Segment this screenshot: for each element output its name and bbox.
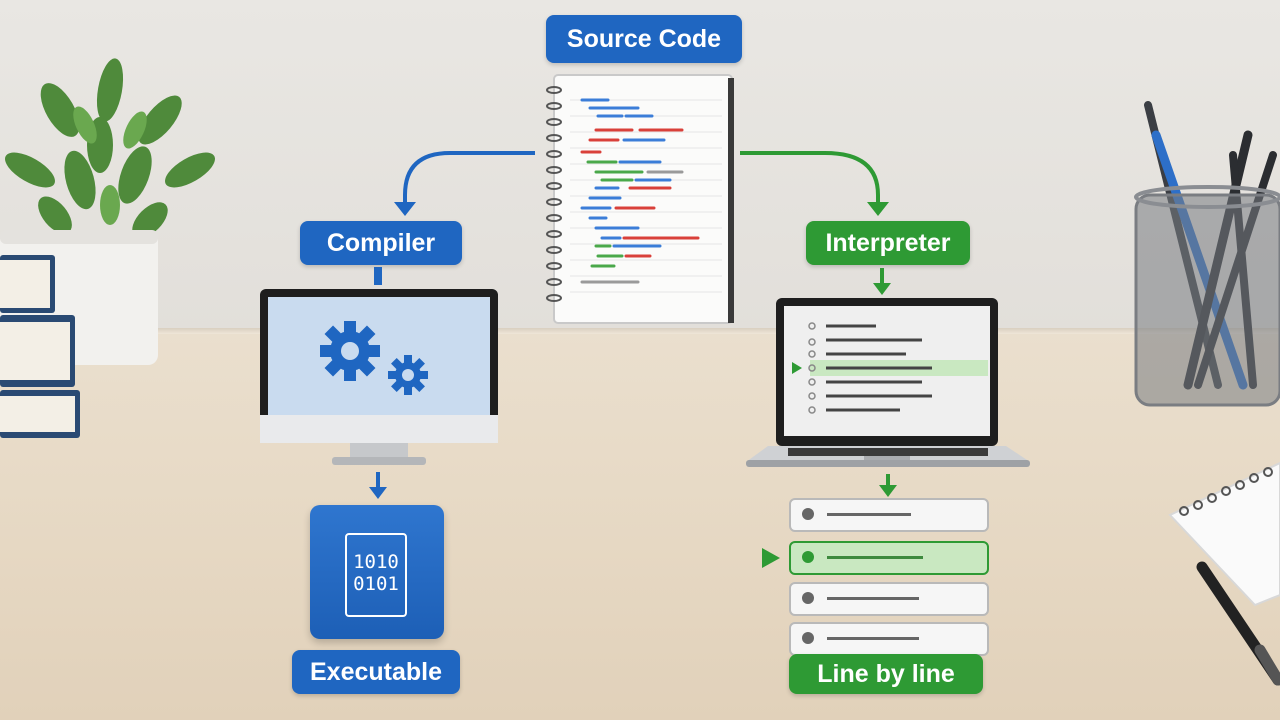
arrow-down-compiler-icon xyxy=(394,202,416,216)
step-bullet-icon xyxy=(802,632,814,644)
notepad-and-pen xyxy=(1168,461,1280,686)
desk-edge xyxy=(0,328,1280,334)
executable-label: Executable xyxy=(292,650,460,694)
flow-arrows xyxy=(394,151,889,216)
step-line xyxy=(827,637,919,640)
interpreter-laptop xyxy=(746,298,1030,467)
binary-line-1: 1010 xyxy=(353,551,399,573)
play-triangle-icon xyxy=(792,362,802,374)
compiler-label: Compiler xyxy=(300,221,462,265)
source-code-notebook xyxy=(546,74,734,324)
execution-step-2-current xyxy=(789,541,989,575)
arrow-down-interpreter-icon xyxy=(867,202,889,216)
execution-step-4 xyxy=(789,622,989,656)
pen-holder xyxy=(1134,101,1280,407)
executable-block: 1010 0101 xyxy=(310,505,444,639)
arrow-down-steps-icon xyxy=(879,474,897,497)
step-line xyxy=(827,597,919,600)
arrow-down-laptop-icon xyxy=(873,268,891,295)
step-bullet-icon xyxy=(802,551,814,563)
binary-file-icon: 1010 0101 xyxy=(345,533,407,617)
execution-step-3 xyxy=(789,582,989,616)
book-stack xyxy=(0,255,80,438)
execution-step-1 xyxy=(789,498,989,532)
step-bullet-icon xyxy=(802,592,814,604)
interpreter-label: Interpreter xyxy=(806,221,970,265)
step-line xyxy=(827,556,923,559)
step-line xyxy=(827,513,911,516)
binary-line-2: 0101 xyxy=(353,573,399,595)
source-code-label: Source Code xyxy=(546,15,742,63)
line-by-line-label: Line by line xyxy=(789,654,983,694)
arrow-down-executable-icon xyxy=(369,472,387,499)
step-bullet-icon xyxy=(802,508,814,520)
desk-surface xyxy=(0,330,1280,720)
current-step-marker-icon xyxy=(762,548,780,568)
compiler-monitor xyxy=(260,267,498,465)
